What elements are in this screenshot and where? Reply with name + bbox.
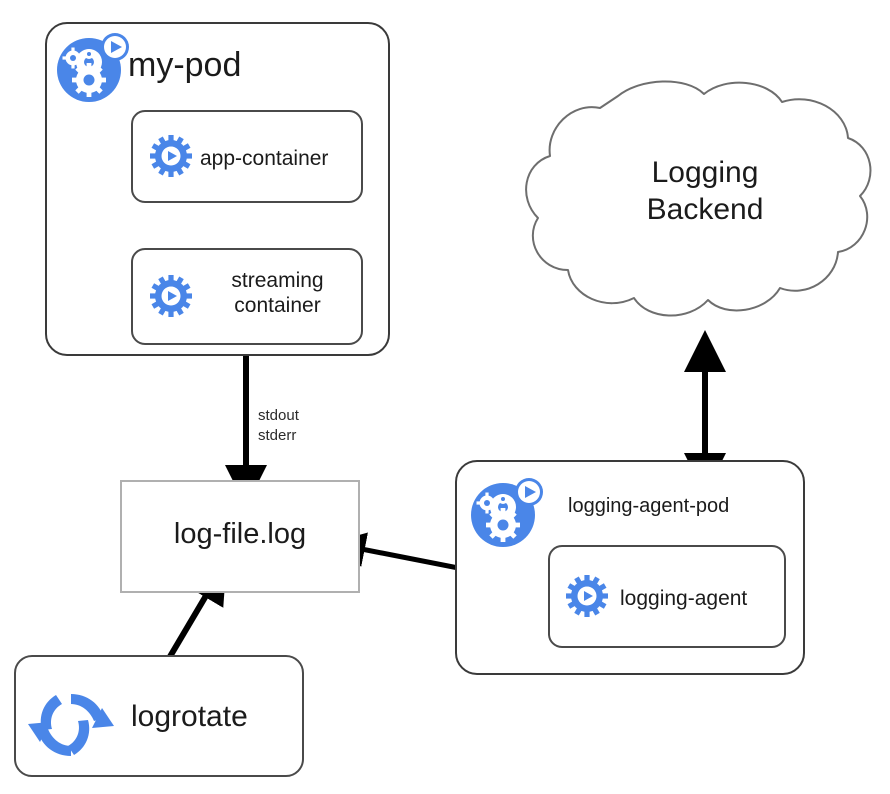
pod-icon [57,33,129,102]
node-logrotate[interactable] [14,655,304,777]
streaming-container-label-line1: streaming [231,269,324,292]
stderr-label: stderr [258,427,297,445]
app-container-label: app-container [200,147,329,170]
node-log-file[interactable] [120,480,360,593]
stdout-label: stdout [258,407,299,424]
logging-agent-pod-title: logging-agent-pod [568,495,730,517]
logging-backend-label-line2: Backend [646,192,764,226]
stdout-stderr-label: stdout stderr [258,406,299,447]
streaming-container-label-line2: container [234,294,321,318]
logging-backend-label-line1: Logging [651,156,759,189]
logrotate-label: logrotate [131,700,248,733]
pod-icon [471,478,543,547]
container-icon [566,575,608,617]
logging-backend-label: Logging Backend [585,155,825,228]
logging-agent-label: logging-agent [620,587,748,610]
log-file-label: log-file.log [173,518,307,550]
my-pod-title: my-pod [128,46,242,84]
cloud-shape [525,80,872,317]
container-icon [150,275,192,317]
container-icon [150,135,192,177]
streaming-container-label: streaming container [205,268,350,318]
rotate-icon [28,694,114,756]
